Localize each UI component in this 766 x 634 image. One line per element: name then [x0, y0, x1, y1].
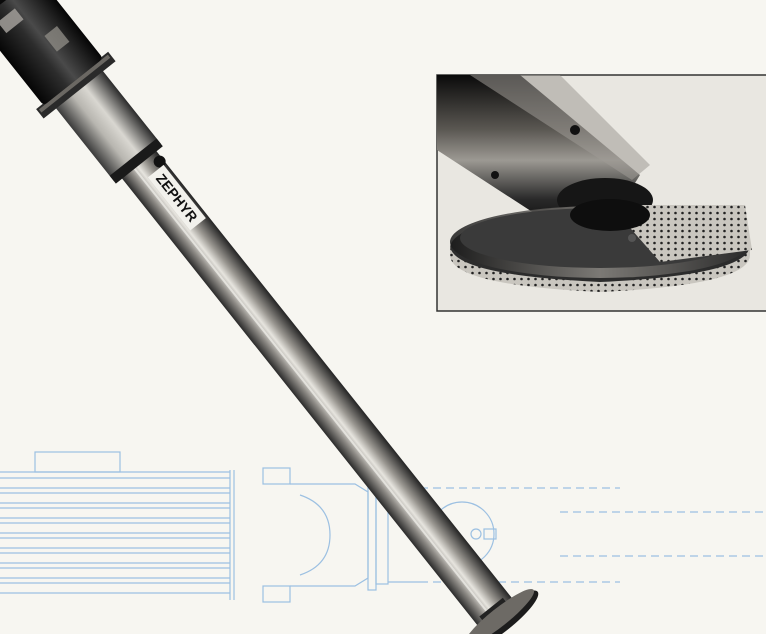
inset-closeup	[436, 74, 766, 312]
steel-shaft	[119, 147, 515, 629]
motor-housing	[0, 0, 102, 105]
mixer-unit: ZEPHYR	[0, 0, 539, 634]
